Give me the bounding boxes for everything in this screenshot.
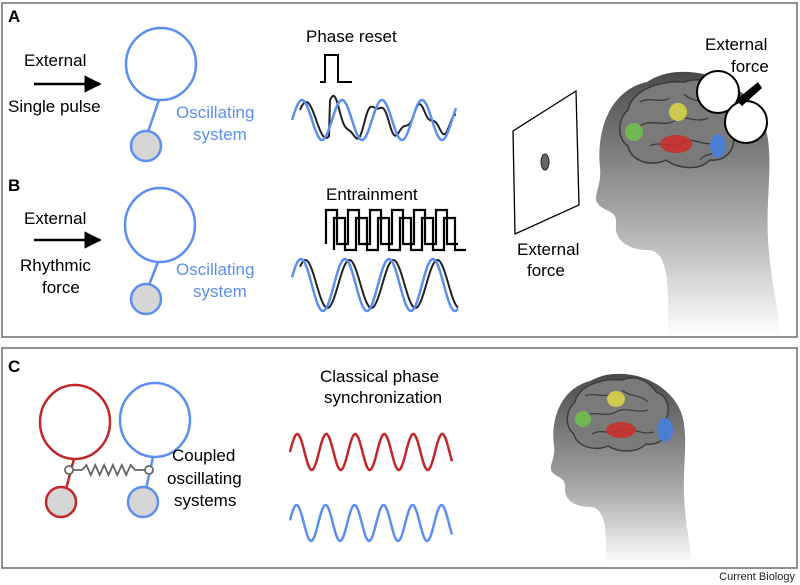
sync-title-line2: synchronization (324, 388, 442, 407)
panel-a-system-label: system (193, 125, 247, 144)
panel-letter-c: C (8, 357, 20, 376)
red-sync-wave (288, 432, 454, 472)
rhythmic-force-square-wave-shadow (332, 216, 466, 252)
spring-icon (64, 462, 154, 478)
blue-sync-wave (288, 503, 454, 543)
panel-b-external-label: External (24, 209, 86, 228)
coil-icon (696, 70, 768, 144)
panel-c-frame (1, 347, 798, 569)
phase-reset-oscillation-wave (290, 98, 458, 142)
panel-b-oscillating-label: Oscillating (176, 260, 254, 279)
single-pulse-icon (320, 54, 352, 83)
panel-a-single-pulse-label: Single pulse (8, 97, 101, 116)
panel-ab-frame (1, 2, 798, 338)
sync-title-line1: Classical phase (320, 367, 439, 386)
rhythmic-force-square-wave (324, 208, 458, 246)
entrainment-title: Entrainment (326, 185, 418, 204)
panel-b-rhythmic-label: Rhythmic (20, 256, 91, 275)
phase-reset-title: Phase reset (306, 27, 397, 46)
pendulum-icon (38, 383, 112, 519)
panel-a-oscillating-label: Oscillating (176, 103, 254, 122)
panel-b-system-label: system (193, 282, 247, 301)
panel-a-external-label: External (24, 51, 86, 70)
panel-b-force-label: force (42, 278, 80, 297)
screen-icon (512, 89, 580, 235)
pendulum-icon (118, 381, 192, 519)
head-icon (550, 373, 693, 565)
screen-external-label: External (517, 240, 579, 259)
credit-label: Current Biology (719, 571, 795, 583)
panel-letter-b: B (8, 176, 20, 195)
entrained-wave-blue (290, 257, 459, 313)
coil-external-label: External (705, 35, 767, 54)
coupled-label: Coupled (172, 446, 235, 465)
systems-label: systems (174, 491, 236, 510)
panel-letter-a: A (8, 7, 20, 26)
pendulum-icon (123, 186, 197, 316)
pendulum-icon (124, 26, 198, 163)
screen-force-label: force (527, 261, 565, 280)
coil-force-label: force (731, 57, 769, 76)
oscillating-label: oscillating (167, 469, 242, 488)
